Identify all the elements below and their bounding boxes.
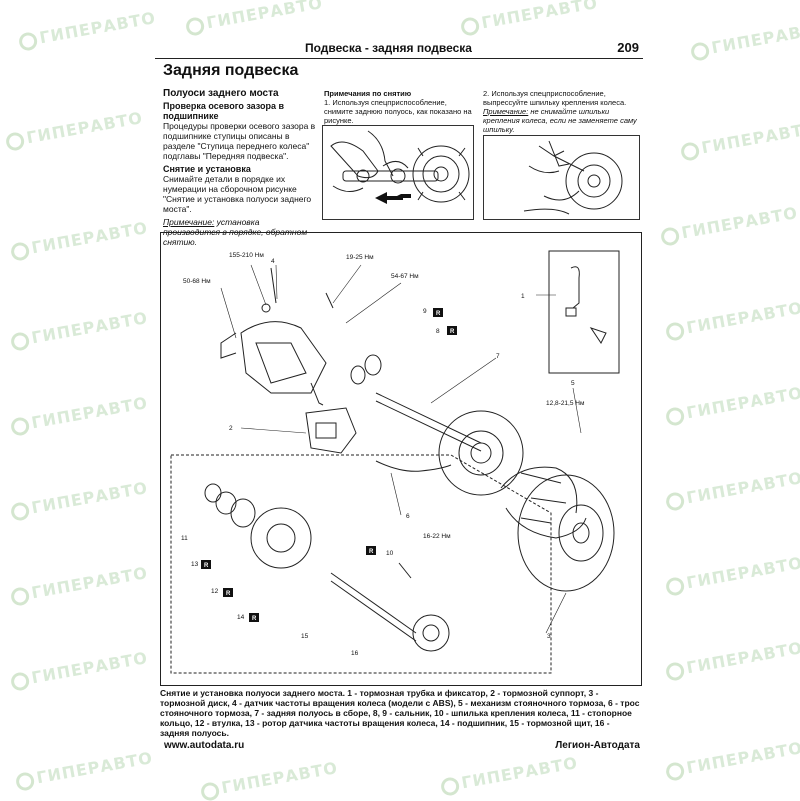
replace-tag: R — [433, 308, 443, 317]
watermark: ГИПЕРАВТО — [9, 648, 149, 692]
svg-text:R: R — [252, 616, 257, 622]
part-number: 16 — [351, 650, 359, 657]
watermark: ГИПЕРАВТО — [679, 118, 800, 162]
part-number: 11 — [181, 535, 188, 542]
watermark: ГИПЕРАВТО — [664, 298, 800, 342]
watermark: ГИПЕРАВТО — [9, 218, 149, 262]
watermark: ГИПЕРАВТО — [17, 8, 157, 52]
middle-text: 1. Используя спецприспособление, снимите… — [324, 98, 472, 125]
left-heading: Полуоси заднего моста — [163, 88, 279, 99]
part-number: 2 — [229, 425, 233, 432]
watermark: ГИПЕРАВТО — [659, 203, 799, 247]
svg-text:R: R — [204, 563, 209, 569]
watermark: ГИПЕРАВТО — [4, 108, 144, 152]
part-number: 13 — [191, 561, 199, 568]
left-paragraph-1: Процедуры проверки осевого зазора в подш… — [163, 121, 316, 161]
middle-column: Примечания по снятию 1. Используя спецпр… — [324, 89, 474, 125]
part-number: 8 — [436, 328, 440, 335]
left-paragraph-2: Снимайте детали в порядке их нумерации н… — [163, 174, 312, 214]
svg-text:R: R — [226, 591, 231, 597]
watermark: ГИПЕРАВТО — [664, 468, 800, 512]
right-column: 2. Используя спецприспособление, выпресс… — [483, 89, 638, 134]
right-text: 2. Используя спецприспособление, выпресс… — [483, 89, 627, 107]
svg-text:R: R — [436, 311, 441, 317]
watermark: ГИПЕРАВТО — [9, 563, 149, 607]
replace-tag: R — [447, 326, 457, 335]
replace-tag: R — [366, 546, 376, 555]
watermark: ГИПЕРАВТО — [14, 748, 154, 792]
figure-caption: Снятие и установка полуоси заднего моста… — [160, 688, 640, 738]
watermark: ГИПЕРАВТО — [184, 0, 324, 37]
torque-label: 50-68 Нм — [183, 278, 211, 285]
left-column: Полуоси заднего моста Проверка осевого з… — [163, 88, 318, 250]
figure-wheel-stud — [483, 135, 640, 220]
watermark: ГИПЕРАВТО — [199, 758, 339, 801]
inset-axle-parts — [170, 454, 552, 674]
torque-label: 19-25 Нм — [346, 254, 374, 261]
torque-label: 16-22 Нм — [423, 533, 451, 540]
part-number: 15 — [301, 633, 309, 640]
watermark: ГИПЕРАВТО — [664, 553, 800, 597]
footer-url: www.autodata.ru — [164, 740, 245, 751]
figure-axle-removal — [322, 125, 474, 220]
left-subheading-1: Проверка осевого зазора в подшипнике — [163, 101, 285, 121]
part-number: 14 — [237, 614, 245, 621]
watermark: ГИПЕРАВТО — [459, 0, 599, 37]
part-number: 9 — [423, 308, 427, 315]
axle-removal-illustration — [330, 130, 470, 204]
header-title: Подвеска - задняя подвеска — [305, 41, 472, 55]
section-title: Задняя подвеска — [163, 62, 299, 79]
watermark: ГИПЕРАВТО — [664, 383, 800, 427]
middle-heading: Примечания по снятию — [324, 89, 412, 98]
svg-text:R: R — [450, 329, 455, 335]
part-number: 10 — [386, 550, 394, 557]
right-note: Примечание: не снимайте шпильки креплени… — [483, 107, 637, 134]
inset-frame — [548, 250, 620, 374]
page-number: 209 — [617, 40, 639, 55]
rear-axle-exploded-view: 155-210 Нм 19-25 Нм 54-67 Нм 50-68 Нм 12… — [170, 250, 620, 674]
part-number: 3 — [547, 633, 551, 640]
page-header: Подвеска - задняя подвеска 209 — [155, 40, 643, 59]
replace-tag: R — [249, 613, 259, 622]
watermark: ГИПЕРАВТО — [664, 638, 800, 682]
torque-label: 155-210 Нм — [229, 252, 264, 259]
torque-label: 12,8-21,5 Нм — [546, 400, 585, 407]
wheel-stud-illustration — [523, 140, 623, 215]
part-number: 5 — [571, 380, 575, 387]
footer-publisher: Легион-Автодата — [555, 740, 640, 751]
part-number: 12 — [211, 588, 219, 595]
part-number: 4 — [271, 258, 275, 265]
part-number: 1 — [521, 293, 525, 300]
watermark: ГИПЕРАВТО — [9, 478, 149, 522]
svg-text:R: R — [369, 549, 374, 555]
torque-label: 54-67 Нм — [391, 273, 419, 280]
exploded-diagram: 155-210 Нм 19-25 Нм 54-67 Нм 50-68 Нм 12… — [160, 232, 642, 686]
watermark: ГИПЕРАВТО — [689, 18, 800, 62]
part-number: 6 — [406, 513, 410, 520]
replace-tag: R — [201, 560, 211, 569]
watermark: ГИПЕРАВТО — [9, 393, 149, 437]
watermark: ГИПЕРАВТО — [9, 308, 149, 352]
page-footer: www.autodata.ru Легион-Автодата — [160, 740, 642, 754]
watermark: ГИПЕРАВТО — [439, 753, 579, 797]
part-number: 7 — [496, 353, 500, 360]
replace-tag: R — [223, 588, 233, 597]
left-subheading-2: Снятие и установка — [163, 164, 251, 174]
watermark: ГИПЕРАВТО — [664, 738, 800, 782]
